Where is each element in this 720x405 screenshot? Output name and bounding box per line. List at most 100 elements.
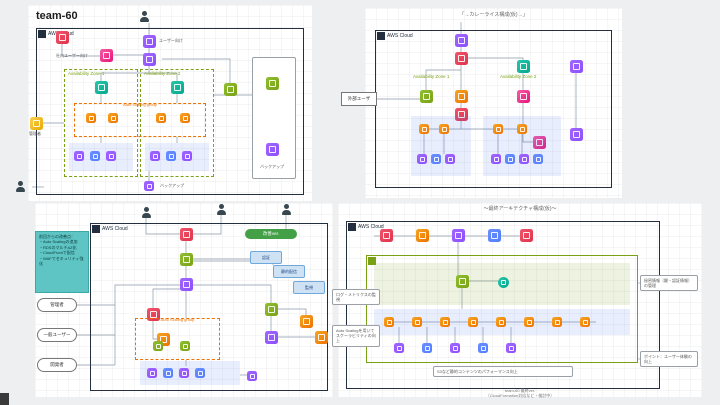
s3-icon[interactable] — [224, 83, 237, 96]
version-pill[interactable]: 改善ver. — [245, 229, 297, 239]
annotation-autoscaling[interactable]: Auto Scalingを用いてスケーラビリティの向上 — [332, 325, 380, 347]
annotation-monitoring[interactable]: ログ・メトリクスの監視 — [332, 289, 380, 305]
callout-static[interactable]: 静的配信 — [273, 265, 305, 278]
ec2-icon[interactable] — [180, 113, 190, 123]
glacier-icon[interactable] — [266, 143, 279, 156]
ec2-icon[interactable] — [180, 341, 190, 351]
rds-icon[interactable] — [417, 154, 427, 164]
elasticache-icon[interactable] — [519, 154, 529, 164]
rds-icon[interactable] — [491, 154, 501, 164]
aurora-icon[interactable] — [431, 154, 441, 164]
backup-group-box[interactable] — [252, 57, 296, 179]
ec2-icon[interactable] — [580, 317, 590, 327]
sns-icon[interactable] — [144, 181, 154, 191]
glacier-icon[interactable] — [570, 128, 583, 141]
ec2-icon[interactable] — [493, 124, 503, 134]
ec2-icon[interactable] — [419, 124, 429, 134]
nat-gateway-icon[interactable] — [171, 81, 184, 94]
cloudwatch-icon[interactable] — [100, 49, 113, 62]
users-icon[interactable] — [138, 11, 150, 22]
ec2-icon[interactable] — [496, 317, 506, 327]
auto-scaling-group[interactable]: Auto Scaling group — [74, 102, 206, 137]
cognito-icon[interactable] — [147, 308, 160, 321]
elb-icon[interactable] — [456, 275, 469, 288]
waf-icon[interactable] — [180, 228, 193, 241]
s3-backup-icon[interactable] — [266, 77, 279, 90]
cloudfront-icon[interactable] — [570, 60, 583, 73]
cognito-icon[interactable] — [56, 31, 69, 44]
waf-icon[interactable] — [380, 229, 393, 242]
s3-icon[interactable] — [420, 90, 433, 103]
actor-box-admin[interactable]: 管理者 — [37, 298, 77, 312]
route53-icon[interactable] — [452, 229, 465, 242]
s3-icon[interactable] — [265, 303, 278, 316]
sticky-note[interactable]: 前回からの改善点： ・Auto Scalingの追加 ・RDSのマルチAZ化 ・… — [35, 231, 89, 293]
general-users-icon[interactable] — [215, 204, 227, 215]
ec2-icon[interactable] — [440, 317, 450, 327]
vpc-frame[interactable] — [366, 255, 638, 363]
aurora-icon[interactable] — [505, 154, 515, 164]
ec2-icon[interactable] — [86, 113, 96, 123]
actor-box-user[interactable]: 一般ユーザー — [37, 328, 77, 342]
annotation-ux[interactable]: ポイント：ユーザー体験の向上 — [640, 351, 698, 367]
auto-scaling-group[interactable]: Auto Scaling group — [135, 317, 220, 360]
shield-icon[interactable] — [455, 108, 468, 121]
route53-icon[interactable] — [143, 35, 156, 48]
api-gateway-icon[interactable] — [517, 60, 530, 73]
ec2-icon[interactable] — [524, 317, 534, 327]
elasticache-icon[interactable] — [182, 151, 192, 161]
availability-zone-1[interactable]: Availability Zone 1 — [64, 69, 138, 177]
glacier-icon[interactable] — [265, 331, 278, 344]
actor-box-dev[interactable]: 開発者 — [37, 358, 77, 372]
aws-cloud-frame[interactable]: AWS Cloud — [346, 221, 660, 389]
external-user-box[interactable]: 外部ユーザ — [341, 92, 377, 106]
dynamodb-icon[interactable] — [478, 343, 488, 353]
availability-zone-2[interactable]: Availability Zone 2 — [140, 69, 214, 177]
route53-icon[interactable] — [455, 34, 468, 47]
admin-users-icon[interactable] — [140, 207, 152, 218]
elb-icon[interactable] — [143, 53, 156, 66]
annotation-secrets[interactable]: 秘密情報（鍵・認証情報）の管理 — [640, 275, 698, 291]
aurora-icon[interactable] — [166, 151, 176, 161]
shield-icon[interactable] — [520, 229, 533, 242]
nat-gateway-icon[interactable] — [498, 277, 509, 288]
callout-monitor[interactable]: 監視 — [293, 281, 325, 294]
admin-console-icon[interactable] — [30, 117, 43, 130]
cloudfront-icon[interactable] — [180, 253, 193, 266]
aws-cloud-frame[interactable]: AWS Cloud — [90, 223, 328, 391]
elasticache-icon[interactable] — [445, 154, 455, 164]
nat-gateway-icon[interactable] — [95, 81, 108, 94]
elb-icon[interactable] — [180, 278, 193, 291]
rds-icon[interactable] — [179, 368, 189, 378]
developer-users-icon[interactable] — [280, 204, 292, 215]
aws-cloud-frame[interactable]: AWS Cloud — [375, 30, 612, 188]
rds-icon[interactable] — [74, 151, 84, 161]
elasticache-icon[interactable] — [506, 343, 516, 353]
aurora-icon[interactable] — [422, 343, 432, 353]
aurora-icon[interactable] — [163, 368, 173, 378]
elasticache-icon[interactable] — [106, 151, 116, 161]
dynamodb-icon[interactable] — [533, 154, 543, 164]
ecs-icon[interactable] — [315, 331, 328, 344]
annotation-s3-performance[interactable]: S3など静的コンテンツのパフォーマンス向上 — [433, 366, 573, 377]
sns-icon[interactable] — [247, 371, 257, 381]
ec2-icon[interactable] — [517, 124, 527, 134]
aurora-icon[interactable] — [90, 151, 100, 161]
rds-icon[interactable] — [394, 343, 404, 353]
rds-icon[interactable] — [450, 343, 460, 353]
ec2-icon[interactable] — [300, 315, 313, 328]
ec2-icon[interactable] — [552, 317, 562, 327]
ec2-icon[interactable] — [384, 317, 394, 327]
sns-icon[interactable] — [533, 136, 546, 149]
ec2-icon[interactable] — [412, 317, 422, 327]
ec2-icon[interactable] — [108, 113, 118, 123]
dynamodb-icon[interactable] — [195, 368, 205, 378]
ec2-icon[interactable] — [455, 90, 468, 103]
waf-icon[interactable] — [455, 52, 468, 65]
developer-icon[interactable] — [14, 181, 26, 192]
rds-icon[interactable] — [150, 151, 160, 161]
ec2-icon[interactable] — [153, 341, 163, 351]
certificate-manager-icon[interactable] — [488, 229, 501, 242]
cloudwatch-icon[interactable] — [517, 90, 530, 103]
ec2-icon[interactable] — [156, 113, 166, 123]
